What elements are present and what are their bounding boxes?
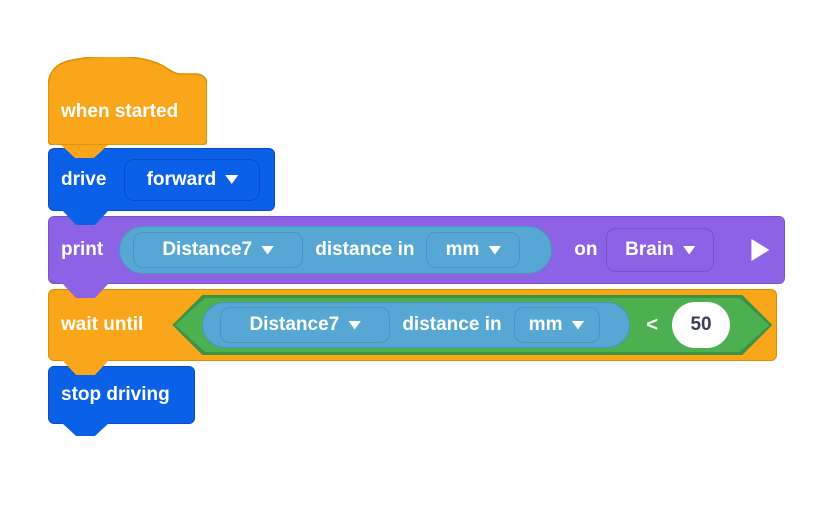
- drive-block[interactable]: drive forward: [48, 148, 275, 225]
- connector-bump: [62, 283, 109, 298]
- when-started-block[interactable]: when started: [48, 57, 207, 158]
- on-label: on: [574, 239, 598, 260]
- hat-shape: [48, 57, 207, 145]
- block-label: when started: [61, 101, 179, 122]
- wait-until-block[interactable]: wait until Distance7 distance in mm < 50: [48, 289, 777, 375]
- dropdown-value: Distance7: [162, 239, 253, 260]
- dropdown-arrow-icon: [225, 175, 239, 184]
- connector-bump: [62, 423, 109, 436]
- expand-arrow-icon: [751, 239, 770, 261]
- operator-label: <: [646, 313, 659, 336]
- unit-dropdown[interactable]: mm: [426, 232, 521, 268]
- dropdown-arrow-icon: [682, 245, 696, 255]
- connector-bump: [62, 360, 109, 375]
- block-label: stop driving: [61, 384, 170, 405]
- dropdown-value: mm: [528, 314, 563, 335]
- stop-driving-block[interactable]: stop driving: [48, 366, 195, 436]
- dropdown-arrow-icon: [488, 245, 502, 255]
- dropdown-arrow-icon: [571, 320, 585, 330]
- condition-hexagon[interactable]: Distance7 distance in mm < 50: [172, 295, 773, 355]
- device-dropdown[interactable]: Brain: [606, 228, 715, 272]
- dropdown-arrow-icon: [261, 245, 275, 255]
- dropdown-value: forward: [146, 168, 217, 190]
- block-label: print: [61, 239, 104, 260]
- dropdown-arrow-icon: [348, 320, 362, 330]
- print-block[interactable]: print Distance7 distance in mm on Brain: [48, 216, 785, 298]
- reporter-label: distance in: [402, 314, 502, 335]
- sensor-dropdown[interactable]: Distance7: [133, 232, 304, 268]
- dropdown-value: mm: [445, 239, 480, 260]
- block-label: drive: [61, 168, 107, 190]
- distance-reporter[interactable]: Distance7 distance in mm: [119, 226, 553, 274]
- number-input[interactable]: 50: [672, 302, 731, 348]
- sensor-dropdown[interactable]: Distance7: [220, 307, 391, 343]
- reporter-label: distance in: [315, 239, 415, 260]
- connector-bump: [62, 210, 109, 225]
- expand-button[interactable]: [748, 237, 772, 263]
- drive-direction-dropdown[interactable]: forward: [124, 158, 261, 201]
- connector-bump: [61, 145, 108, 158]
- dropdown-value: Distance7: [249, 314, 340, 335]
- distance-reporter[interactable]: Distance7 distance in mm: [202, 302, 631, 348]
- unit-dropdown[interactable]: mm: [513, 307, 600, 343]
- dropdown-value: Brain: [625, 239, 674, 260]
- block-label: wait until: [61, 314, 144, 335]
